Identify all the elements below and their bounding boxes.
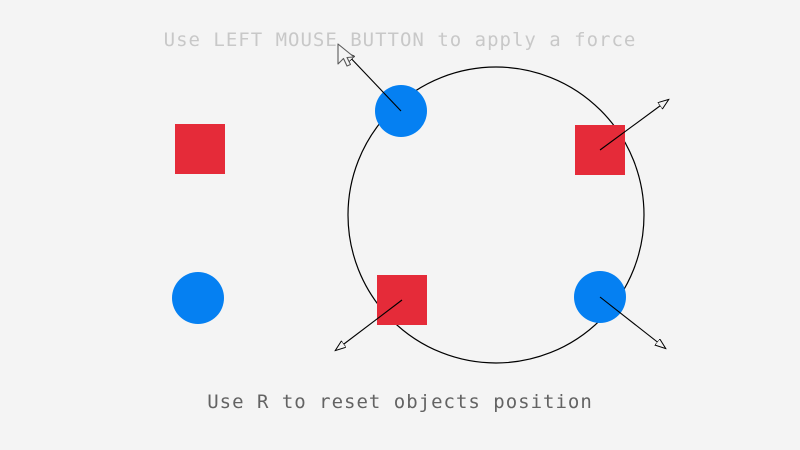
- body-circle-free-left[interactable]: [172, 272, 224, 324]
- mouse-cursor-icon: [337, 43, 355, 67]
- hint-text-bottom: Use R to reset objects position: [207, 391, 593, 413]
- force-vector-right-square: [599, 100, 668, 151]
- force-vector-bottom-right-circle: [599, 296, 665, 348]
- constraint-circle: [347, 66, 645, 364]
- force-vector-top-circle: [345, 52, 402, 112]
- hint-text-top: Use LEFT MOUSE BUTTON to apply a force: [163, 29, 637, 51]
- body-square-free-left[interactable]: [175, 124, 225, 174]
- force-vector-bottom-square: [336, 299, 403, 350]
